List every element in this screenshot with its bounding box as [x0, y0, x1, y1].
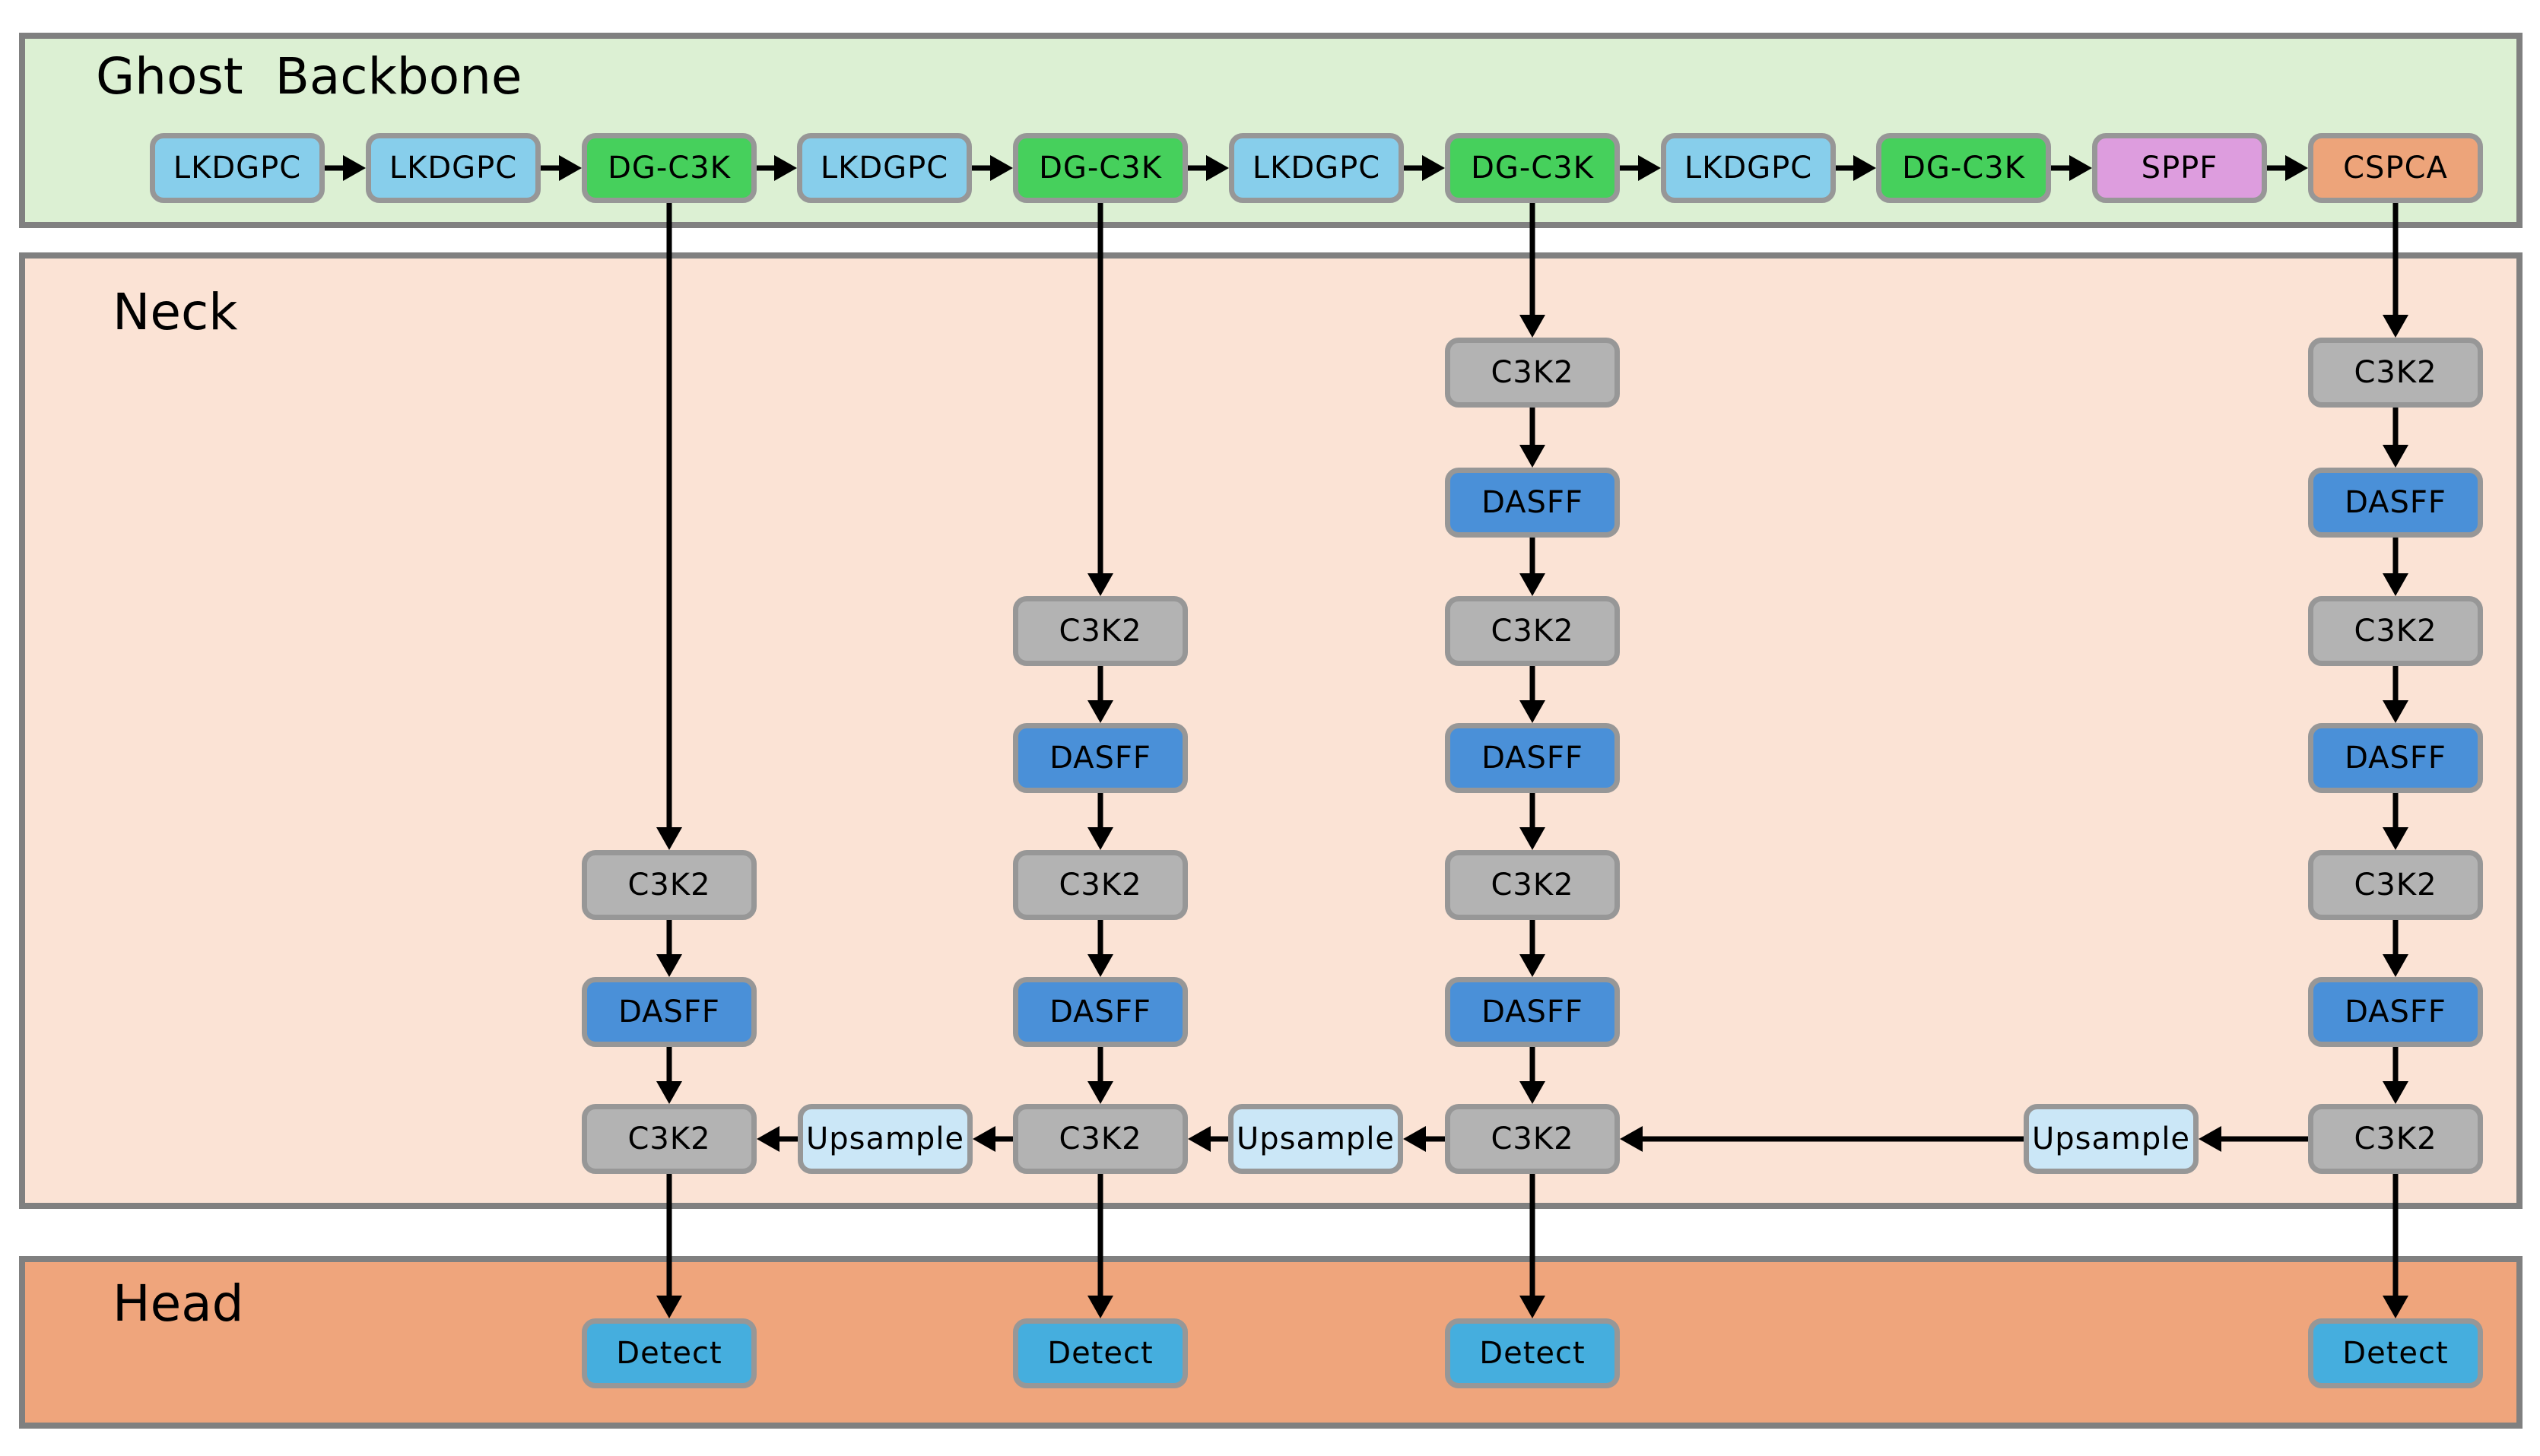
- node-n4-dasff-1: DASFF: [2308, 468, 2483, 538]
- node-det-3: Detect: [1445, 1318, 1620, 1388]
- node-up-1: Upsample: [798, 1104, 973, 1174]
- node-n3-c3k2-2: C3K2: [1445, 596, 1620, 666]
- node-bb-8: LKDGPC: [1661, 133, 1836, 203]
- node-bb-3: DG-C3K: [582, 133, 757, 203]
- node-up-3: Upsample: [2024, 1104, 2199, 1174]
- node-bb-7: DG-C3K: [1445, 133, 1620, 203]
- node-det-4: Detect: [2308, 1318, 2483, 1388]
- node-n2-dasff-2: DASFF: [1013, 977, 1188, 1047]
- section-head-label: Head: [113, 1274, 244, 1333]
- node-bb-4: LKDGPC: [797, 133, 972, 203]
- node-n1-c3k2-1: C3K2: [582, 850, 757, 920]
- node-det-2: Detect: [1013, 1318, 1188, 1388]
- node-up-2: Upsample: [1228, 1104, 1403, 1174]
- node-bb-9: DG-C3K: [1876, 133, 2051, 203]
- node-n3-dasff-3: DASFF: [1445, 977, 1620, 1047]
- section-head: Head: [19, 1256, 2523, 1429]
- node-bb-5: DG-C3K: [1013, 133, 1188, 203]
- node-n3-c3k2-3: C3K2: [1445, 850, 1620, 920]
- node-n4-c3k2-1: C3K2: [2308, 338, 2483, 408]
- node-n1-dasff-1: DASFF: [582, 977, 757, 1047]
- node-bb-11: CSPCA: [2308, 133, 2483, 203]
- node-n3-dasff-2: DASFF: [1445, 723, 1620, 793]
- node-n2-c3k2-3: C3K2: [1013, 1104, 1188, 1174]
- node-n4-c3k2-2: C3K2: [2308, 596, 2483, 666]
- node-n3-c3k2-4: C3K2: [1445, 1104, 1620, 1174]
- node-n2-dasff-1: DASFF: [1013, 723, 1188, 793]
- section-neck-label: Neck: [113, 283, 238, 341]
- node-det-1: Detect: [582, 1318, 757, 1388]
- node-bb-2: LKDGPC: [366, 133, 541, 203]
- node-n3-c3k2-1: C3K2: [1445, 338, 1620, 408]
- node-bb-6: LKDGPC: [1229, 133, 1404, 203]
- node-n4-dasff-3: DASFF: [2308, 977, 2483, 1047]
- node-n2-c3k2-2: C3K2: [1013, 850, 1188, 920]
- node-n4-c3k2-3: C3K2: [2308, 850, 2483, 920]
- node-n2-c3k2-1: C3K2: [1013, 596, 1188, 666]
- node-n3-dasff-1: DASFF: [1445, 468, 1620, 538]
- section-neck: Neck: [19, 252, 2523, 1209]
- node-bb-10: SPPF: [2092, 133, 2267, 203]
- node-n4-c3k2-4: C3K2: [2308, 1104, 2483, 1174]
- node-bb-1: LKDGPC: [150, 133, 325, 203]
- node-n4-dasff-2: DASFF: [2308, 723, 2483, 793]
- node-n1-c3k2-2: C3K2: [582, 1104, 757, 1174]
- section-ghost-backbone-label: Ghost Backbone: [96, 47, 522, 106]
